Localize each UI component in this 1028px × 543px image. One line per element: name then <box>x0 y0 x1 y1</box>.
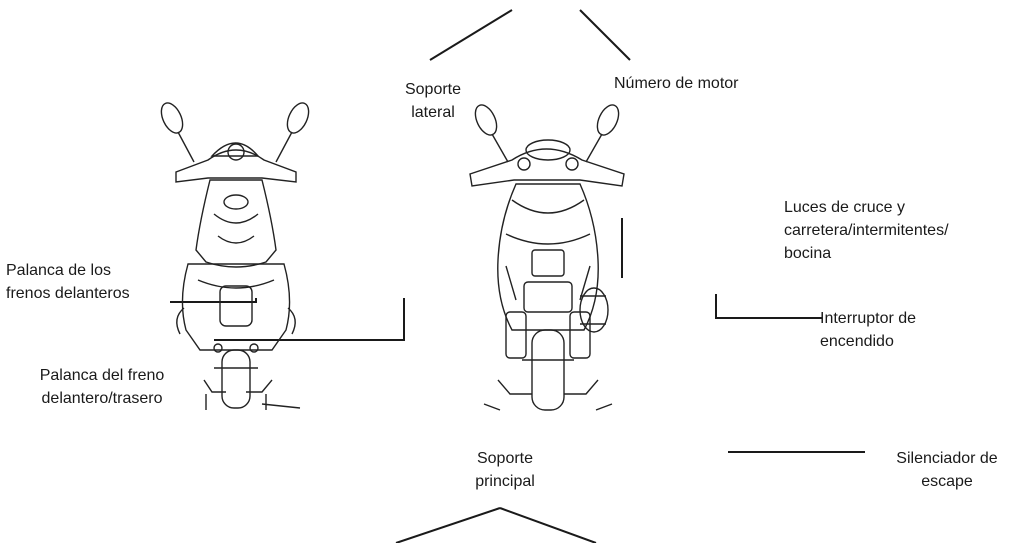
front-fairing <box>195 179 277 268</box>
label-numero-motor: Número de motor <box>614 75 739 92</box>
rear-body <box>497 183 599 331</box>
leader-interruptor <box>715 294 822 319</box>
label-silenciador: Silenciador de escape <box>896 450 998 490</box>
rear-handlebar <box>469 148 625 187</box>
front-wheel <box>221 349 251 409</box>
leader-palanca-freno <box>214 298 405 341</box>
leader-lines <box>170 9 865 543</box>
front-stand <box>203 379 273 393</box>
scooter-front-view <box>160 102 310 410</box>
label-interruptor: Interruptor de encendido <box>820 310 917 350</box>
scooter-rear-view <box>469 104 625 411</box>
label-luces: Luces de cruce y carretera/intermitentes… <box>784 199 949 262</box>
leader-bottom-right <box>499 507 597 543</box>
leader-palanca-frenos <box>170 298 257 303</box>
label-soporte-lateral: Soporte lateral <box>404 81 462 121</box>
label-soporte-principal: Soporte principal <box>475 450 535 490</box>
leader-top-left <box>429 9 513 61</box>
rear-wheel <box>531 329 565 411</box>
rear-stand <box>497 379 599 395</box>
muffler <box>579 287 609 333</box>
leader-bottom-left <box>395 507 501 543</box>
leader-top-right <box>579 9 631 61</box>
label-palanca-frenos-delanteros: Palanca de los frenos delanteros <box>6 262 130 302</box>
label-palanca-freno-delantero-trasero: Palanca del freno delantero/trasero <box>39 367 165 407</box>
front-body <box>181 263 291 351</box>
